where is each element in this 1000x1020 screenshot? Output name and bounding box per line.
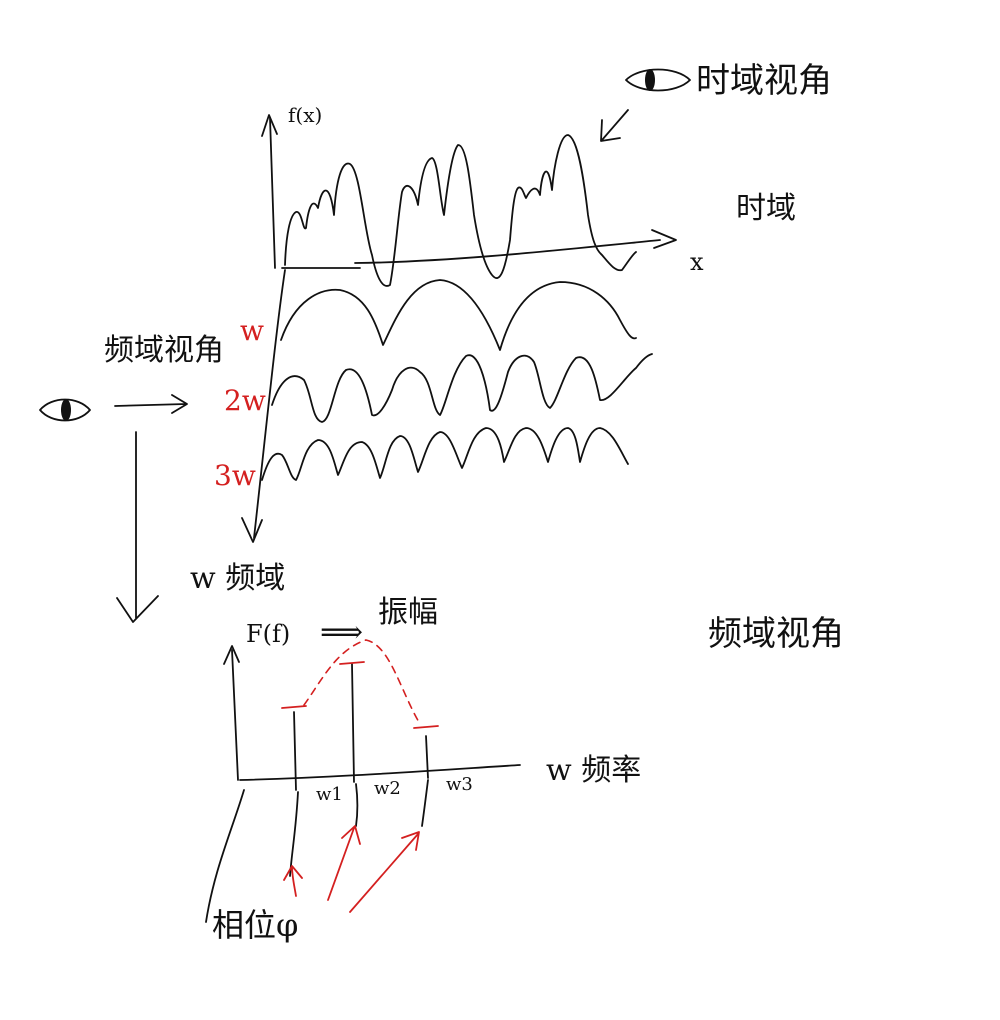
Ff-label: F(f): [246, 620, 290, 648]
amp-envelope: [303, 639, 421, 725]
eye-icon-left: [39, 398, 91, 422]
omega1-label: w1: [316, 784, 343, 805]
phase-arrow-3: [349, 831, 420, 913]
frequency-depth-arrowhead: [241, 517, 263, 543]
sine-3w: [261, 427, 629, 481]
label-3w: 3w: [214, 459, 256, 492]
x-axis: [281, 239, 661, 269]
phase-drop-1: [289, 791, 299, 877]
fx-axis-arrowhead: [261, 114, 278, 137]
phase-drop-3: [421, 779, 429, 827]
phase-arrow-2: [327, 825, 361, 901]
x-axis-arrowhead: [651, 229, 677, 249]
time-domain-label: 时域: [736, 191, 796, 226]
sine-w: [280, 279, 637, 351]
frequency-depth-axis: [253, 269, 286, 539]
eye-left-right-arrow: [114, 394, 188, 414]
phase-arrow-1: [283, 865, 303, 897]
omega2-label: w2: [374, 778, 401, 799]
phase-label: 相位φ: [212, 906, 298, 944]
amp-top-1: [281, 705, 307, 709]
eye-left-down-arrow: [116, 431, 159, 623]
amp-bar-1: [293, 711, 297, 791]
amp-bar-3: [425, 735, 429, 779]
label-w: w: [240, 314, 264, 347]
fx-axis: [269, 117, 276, 269]
frequency-domain-graph: F(f) ⟹ 振幅 w1 w2 w3 相位φ w 频率: [205, 595, 641, 944]
eye-icon-top: [625, 68, 691, 92]
w-freq-domain-label: w 频域: [190, 561, 285, 596]
amp-top-2: [339, 661, 365, 665]
Ff-axis-arrowhead: [223, 645, 240, 665]
amp-bar-2: [351, 663, 355, 783]
sine-2w: [271, 353, 653, 423]
x-axis-label: x: [690, 248, 704, 276]
Ff-axis: [231, 649, 239, 781]
phase-drop-2: [355, 783, 359, 827]
time-view-arrow: [600, 109, 629, 142]
amplitude-label: 振幅: [378, 595, 438, 630]
phase-drop-0: [205, 789, 245, 923]
freq-view-right-label: 频域视角: [708, 614, 844, 654]
w-frequency-label: w 频率: [546, 753, 641, 788]
omega3-label: w3: [446, 774, 473, 795]
time-domain-graph: f(x) x: [261, 103, 704, 287]
label-2w: 2w: [224, 384, 266, 417]
composite-signal: [284, 134, 637, 287]
time-view-label: 时域视角: [696, 61, 832, 101]
freq-view-left-label: 频域视角: [104, 333, 224, 368]
w-axis: [239, 764, 521, 781]
amp-top-3: [413, 725, 439, 729]
fx-label: f(x): [288, 103, 322, 127]
